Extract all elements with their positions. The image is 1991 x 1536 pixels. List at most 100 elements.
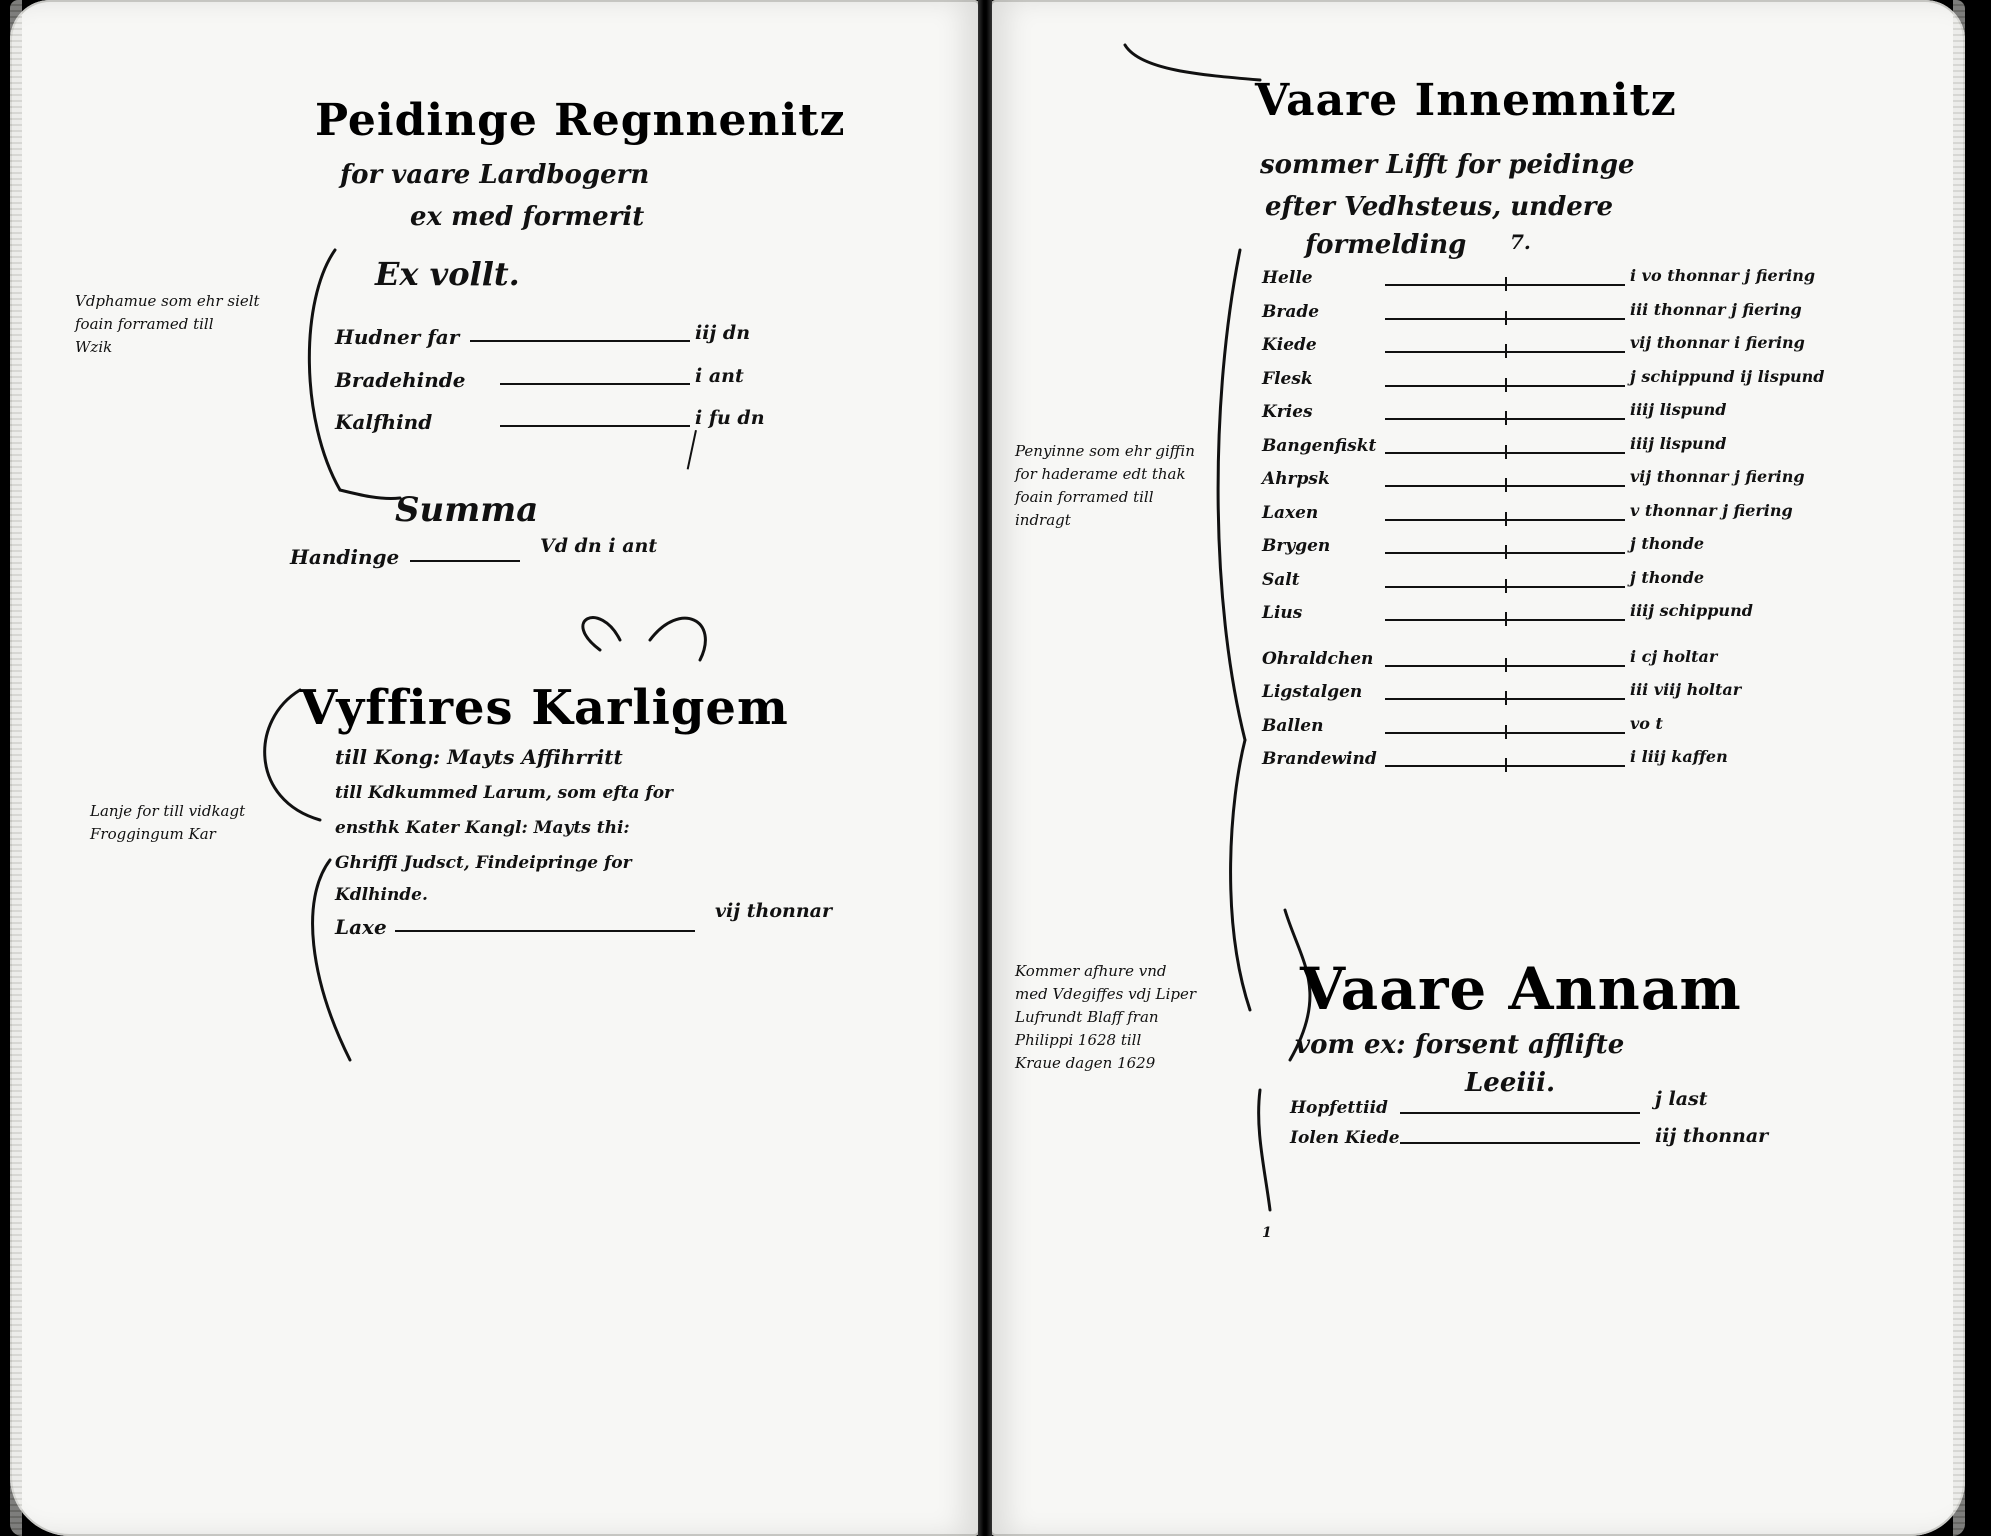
right-heading: Vaare Innemnitz (1255, 75, 1677, 126)
right-item-qty: iiij schippund (1630, 601, 1753, 620)
right-item-tick (1505, 758, 1507, 772)
right-item-tick (1505, 512, 1507, 526)
right-section2-title: Vaare Annam (1300, 955, 1742, 1023)
right-item-tick (1505, 579, 1507, 593)
right-item-qty: j schippund ij lispund (1630, 367, 1825, 386)
left-heading-line-2: ex med formerit (410, 202, 645, 232)
left-section2-line: Ghriffi Judsct, Findeipringe for (335, 853, 632, 873)
right-margin-note-1-line: indragt (1015, 511, 1071, 529)
right-margin-note-2-line: Lufrundt Blaff fran (1015, 1008, 1159, 1026)
right-page-edge (1953, 0, 1965, 1536)
right-heading-line-3: formelding (1305, 230, 1467, 260)
right-margin-note-1-line: foain forramed till (1015, 488, 1154, 506)
folio-number: 7. (1510, 230, 1531, 254)
right-item-tick (1505, 311, 1507, 325)
right-margin-note-2-line: med Vdegiffes vdj Liper (1015, 985, 1197, 1003)
right-page (990, 0, 1965, 1536)
right-item-label: Ballen (1262, 716, 1324, 736)
left-entry-qty: i fu dn (695, 407, 765, 429)
right-margin-note-1: Penyinne som ehr giffin for haderame edt… (1015, 440, 1245, 532)
left-page-edge (10, 0, 22, 1536)
left-entry-label: Hudner far (335, 325, 460, 349)
right-section2-line: Leeiii. (1465, 1068, 1556, 1098)
right-item-label: Brade (1262, 302, 1320, 322)
right-item-tick (1505, 478, 1507, 492)
left-page (10, 0, 980, 1536)
left-section2-title: Vyffires Karligem (300, 680, 789, 736)
left-margin-note-2: Lanje for till vidkagt Froggingum Kar (90, 800, 320, 846)
left-heading-line-1: for vaare Lardbogern (340, 160, 650, 190)
right-item-qty: j thonde (1630, 534, 1705, 553)
right-item-label: Brygen (1262, 536, 1331, 556)
footer-mark: 1 (1262, 1225, 1272, 1241)
left-entry-label: Bradehinde (335, 368, 466, 392)
left-section2-line: till Kong: Mayts Affihrritt (335, 745, 623, 769)
left-section1-title: Ex vollt. (375, 255, 520, 293)
right-section2-leader (1400, 1142, 1640, 1144)
right-item-label: Ligstalgen (1262, 682, 1363, 702)
left-entry-leader (470, 340, 690, 342)
right-item-qty: j thonde (1630, 568, 1705, 587)
right-margin-note-2-line: Philippi 1628 till (1015, 1031, 1142, 1049)
left-entry-leader (500, 383, 690, 385)
right-margin-note-2-line: Kommer afhure vnd (1015, 962, 1167, 980)
book-gutter (978, 0, 992, 1536)
right-item-qty: iii thonnar j fiering (1630, 300, 1802, 319)
left-section2-entry-label: Laxe (335, 915, 387, 939)
right-item-qty: vo t (1630, 714, 1663, 733)
left-heading: Peidinge Regnnenitz (315, 95, 846, 146)
right-item-qty: iiij lispund (1630, 400, 1727, 419)
right-item-tick (1505, 691, 1507, 705)
right-item-qty: i vo thonnar j fiering (1630, 266, 1816, 285)
right-item-label: Kiede (1262, 335, 1317, 355)
left-margin-note-1: Vdphamue som ehr sielt foain forramed ti… (75, 290, 305, 359)
right-item-tick (1505, 277, 1507, 291)
left-section2-line: till Kdkummed Larum, som efta for (335, 783, 673, 803)
right-section2-entry-label: Hopfettiid (1290, 1098, 1388, 1118)
right-item-label: Salt (1262, 570, 1300, 590)
right-item-label: Lius (1262, 603, 1303, 623)
left-margin-note-1-line: Wzik (75, 338, 113, 356)
right-item-tick (1505, 378, 1507, 392)
left-margin-note-1-line: foain forramed till (75, 315, 214, 333)
left-margin-note-2-line: Froggingum Kar (90, 825, 216, 843)
left-summa-qty: Vd dn i ant (540, 535, 658, 557)
right-margin-note-2: Kommer afhure vnd med Vdegiffes vdj Lipe… (1015, 960, 1255, 1075)
right-item-label: Ohraldchen (1262, 649, 1374, 669)
right-item-label: Flesk (1262, 369, 1313, 389)
right-section2-entry-qty: iij thonnar (1655, 1125, 1769, 1147)
left-section2-leader (395, 930, 695, 932)
right-section2-line: vom ex: forsent afflifte (1295, 1030, 1625, 1060)
right-section2-entry-label: Iolen Kiede (1290, 1128, 1400, 1148)
right-item-tick (1505, 344, 1507, 358)
right-margin-note-1-line: for haderame edt thak (1015, 465, 1186, 483)
right-item-tick (1505, 725, 1507, 739)
right-item-qty: i liij kaffen (1630, 747, 1728, 766)
right-heading-line-2: efter Vedhsteus, undere (1265, 192, 1614, 222)
right-item-qty: vij thonnar j fiering (1630, 467, 1805, 486)
right-item-label: Laxen (1262, 503, 1319, 523)
left-margin-note-1-line: Vdphamue som ehr sielt (75, 292, 260, 310)
left-entry-leader (500, 425, 690, 427)
right-item-qty: i cj holtar (1630, 647, 1718, 666)
right-item-label: Ahrpsk (1262, 469, 1330, 489)
left-entry-label: Kalfhind (335, 410, 433, 434)
left-section2-entry-qty: vij thonnar (715, 900, 832, 922)
right-item-label: Bangenfiskt (1262, 436, 1377, 456)
right-item-tick (1505, 411, 1507, 425)
right-item-tick (1505, 445, 1507, 459)
right-item-tick (1505, 612, 1507, 626)
right-item-label: Kries (1262, 402, 1313, 422)
right-item-tick (1505, 545, 1507, 559)
right-item-label: Brandewind (1262, 749, 1377, 769)
left-summa-leader (410, 560, 520, 562)
right-margin-note-1-line: Penyinne som ehr giffin (1015, 442, 1195, 460)
right-heading-line-1: sommer Lifft for peidinge (1260, 150, 1635, 180)
right-item-qty: v thonnar j fiering (1630, 501, 1793, 520)
right-item-qty: iiij lispund (1630, 434, 1727, 453)
left-section2-line: ensthk Kater Kangl: Mayts thi: (335, 818, 630, 838)
left-summa-label: Handinge (290, 545, 400, 569)
right-margin-note-2-line: Kraue dagen 1629 (1015, 1054, 1156, 1072)
left-summa-title: Summa (395, 490, 539, 530)
